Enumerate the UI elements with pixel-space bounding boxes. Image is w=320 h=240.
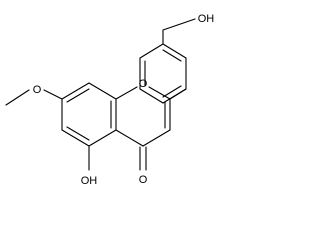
a-ring-double-bond <box>66 126 90 141</box>
b-ring-bond <box>162 88 187 104</box>
methoxy-oxygen-label: O <box>33 84 42 96</box>
b-ring-double-bond <box>162 49 182 62</box>
hydroxyl-top-label: OH <box>198 13 215 25</box>
b-ring-bond <box>139 88 164 104</box>
methyl-bond <box>5 89 30 106</box>
b-ring-bond <box>139 43 164 59</box>
b-ring-double-bond <box>162 85 182 98</box>
c-ring-bond <box>115 86 138 100</box>
hydroxyl-bottom-label: OH <box>81 175 98 187</box>
carbonyl-oxygen-label: O <box>139 174 148 186</box>
ring-oxygen-label: O <box>139 78 148 90</box>
a-ring-double-bond <box>66 88 90 103</box>
chemical-structure-diagram: O O OH OH O <box>5 13 215 187</box>
a-ring-bond <box>88 129 117 147</box>
c-ring-bond <box>115 129 144 147</box>
oh-top-connector <box>162 18 196 31</box>
c-ring-bond <box>142 129 171 147</box>
a-ring-bond <box>88 82 117 100</box>
b-ring-bond <box>162 43 187 59</box>
c-ring-bond <box>148 86 171 100</box>
a-ring-bond <box>61 82 90 100</box>
methoxy-o-c7-bond <box>43 89 63 100</box>
a-ring-bond <box>61 129 90 147</box>
